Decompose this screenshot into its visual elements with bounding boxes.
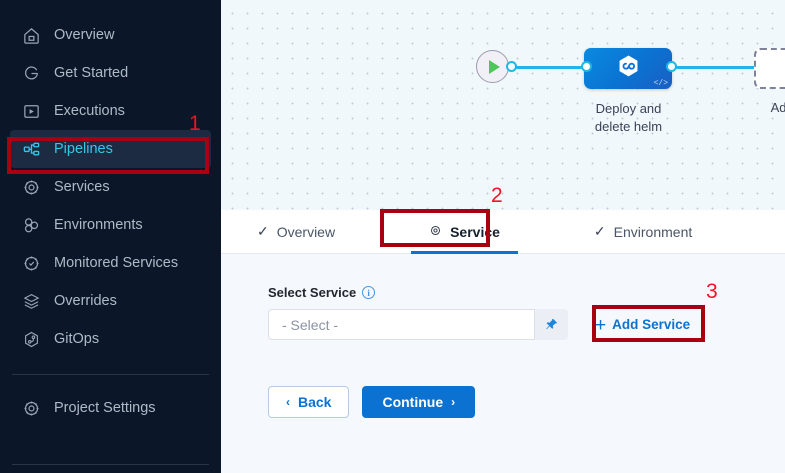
get-started-icon <box>22 64 41 83</box>
gear-icon <box>429 224 442 240</box>
sidebar-item-project-settings[interactable]: Project Settings <box>10 389 211 427</box>
sidebar-item-label: Environments <box>54 216 143 233</box>
tab-execution[interactable]: ✓ Execution <box>768 210 785 254</box>
tab-label: Service <box>450 223 500 240</box>
sidebar-item-executions[interactable]: Executions <box>10 92 211 130</box>
gear-icon <box>22 178 41 197</box>
monitored-services-icon <box>22 254 41 273</box>
chevron-right-icon: › <box>451 395 456 409</box>
sidebar-divider <box>12 374 209 375</box>
select-service-row: - Select - + Add Service <box>268 309 785 340</box>
pipeline-graph: </> Deploy and delete helm Add Stage <box>221 46 785 136</box>
connector-line <box>509 66 587 69</box>
sidebar-item-overrides[interactable]: Overrides <box>10 282 211 320</box>
pin-icon[interactable] <box>535 309 568 340</box>
connector-dot <box>581 61 592 72</box>
sidebar-item-label: Executions <box>54 102 125 119</box>
stage-node-deploy-and-delete-helm[interactable]: </> <box>584 48 672 89</box>
start-icon <box>488 59 500 74</box>
sidebar-item-label: Get Started <box>54 64 129 81</box>
home-icon <box>22 26 41 45</box>
form-actions: ‹ Back Continue › <box>268 386 785 418</box>
sidebar-item-label: Project Settings <box>54 399 156 416</box>
sidebar-item-label: Overrides <box>54 292 117 309</box>
sidebar-divider-bottom <box>12 464 209 465</box>
code-marker: </> <box>653 79 668 88</box>
add-stage-button[interactable] <box>754 48 785 89</box>
field-label-text: Select Service <box>268 285 357 300</box>
gitops-icon <box>22 330 41 349</box>
stage-label-line1: Deploy and <box>595 101 662 116</box>
environments-icon <box>22 216 41 235</box>
sidebar-item-pipelines[interactable]: Pipelines <box>10 130 211 168</box>
stage-tabs: ✓ Overview Service ✓ Environment <box>221 210 785 254</box>
sidebar-item-environments[interactable]: Environments <box>10 206 211 244</box>
connector-dot <box>666 61 677 72</box>
tab-environment[interactable]: ✓ Environment <box>576 210 710 254</box>
back-button[interactable]: ‹ Back <box>268 386 350 418</box>
main-area: </> Deploy and delete helm Add Stage <box>221 0 785 473</box>
add-service-button[interactable]: + Add Service <box>595 314 691 336</box>
connector-dot <box>506 61 517 72</box>
select-service-input[interactable]: - Select - <box>268 309 535 340</box>
tab-label: Overview <box>276 223 336 240</box>
info-icon[interactable]: i <box>362 286 376 299</box>
sidebar-item-label: Services <box>54 178 110 195</box>
continue-button[interactable]: Continue › <box>362 386 476 418</box>
sidebar-item-label: Monitored Services <box>54 254 179 271</box>
chevron-left-icon: ‹ <box>286 395 290 409</box>
stage-node-label: Deploy and delete helm <box>561 100 696 136</box>
back-button-label: Back <box>298 394 332 410</box>
tab-overview[interactable]: ✓ Overview <box>239 210 353 254</box>
pipeline-start-node[interactable] <box>476 50 509 83</box>
continue-button-label: Continue <box>382 394 444 410</box>
check-icon: ✓ <box>593 223 606 239</box>
pipelines-icon <box>22 140 41 159</box>
sidebar-item-get-started[interactable]: Get Started <box>10 54 211 92</box>
connector-line <box>671 66 756 69</box>
executions-icon <box>22 102 41 121</box>
gear-icon <box>22 399 41 418</box>
layers-icon <box>22 292 41 311</box>
sidebar-item-overview[interactable]: Overview <box>10 16 211 54</box>
harness-service-hexagon-icon <box>615 53 642 85</box>
sidebar-item-gitops[interactable]: GitOps <box>10 320 211 358</box>
pipeline-canvas[interactable]: </> Deploy and delete helm Add Stage <box>221 0 785 210</box>
add-service-label: Add Service <box>612 317 691 332</box>
tab-service[interactable]: Service <box>411 210 518 254</box>
add-stage-label: Add Stage <box>770 100 785 115</box>
service-panel: Select Service i - Select - + Add Servic… <box>221 254 785 473</box>
sidebar-item-label: Overview <box>54 26 115 43</box>
select-service-label: Select Service i <box>268 285 785 300</box>
sidebar: Overview Get Started Executions <box>0 0 221 473</box>
stage-label-line2: delete helm <box>594 119 663 134</box>
sidebar-item-label: Pipelines <box>54 140 113 157</box>
sidebar-item-monitored-services[interactable]: Monitored Services <box>10 244 211 282</box>
select-service-control[interactable]: - Select - <box>268 309 568 340</box>
check-icon: ✓ <box>257 223 269 239</box>
sidebar-item-label: GitOps <box>54 330 100 347</box>
tab-label: Environment <box>613 223 693 240</box>
sidebar-item-services[interactable]: Services <box>10 168 211 206</box>
